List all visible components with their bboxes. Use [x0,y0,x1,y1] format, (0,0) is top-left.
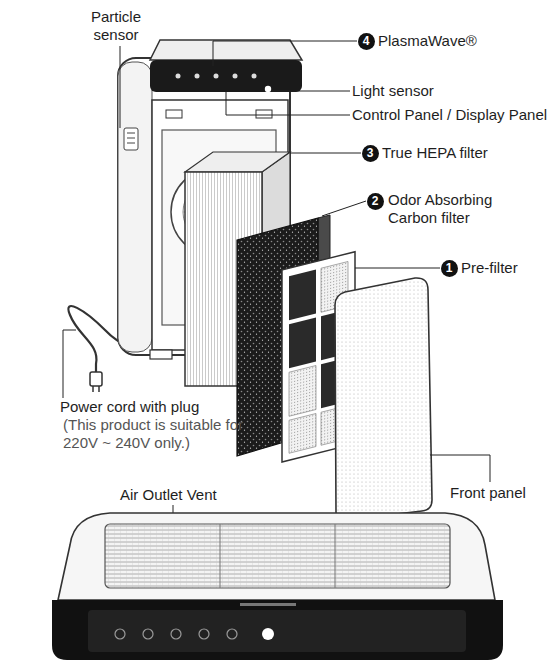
carbon-filter-part [237,218,318,456]
pre-filter-part [289,270,316,321]
top-view-unit-part [240,603,296,606]
top-view-unit-part [58,513,495,600]
purifier-body-part [150,350,172,359]
purifier-body-part [195,74,200,79]
leader-lines-part [272,91,350,92]
top-view-unit-part [220,524,221,588]
power-cord-part [98,386,100,392]
part-label: Air Outlet Vent [120,486,217,504]
purifier-body-part [118,62,152,352]
top-view-unit-part [262,628,274,640]
callout-number: 4 [358,33,375,50]
leader-lines-part [63,330,76,398]
power-cord-part [90,372,102,386]
purifier-body-part [166,110,182,118]
purifier-body-part [176,74,181,79]
part-label: True HEPA filter [382,144,488,162]
purifier-body-part [265,86,271,92]
purifier-body-part [124,128,138,150]
note-text: (This product is suitable for 220V ~ 240… [63,416,251,452]
part-label: PlasmaWave® [378,32,477,50]
part-label: Power cord with plug [60,398,199,416]
top-view-unit-part [115,629,125,639]
top-view-unit-part [52,600,503,660]
purifier-body-part [233,74,238,79]
part-label: Front panel [450,484,526,502]
part-label: Particle sensor [80,8,152,44]
leader-lines-part [226,92,350,115]
part-label: Odor Absorbing Carbon filter [388,191,513,227]
purifier-body-part [214,74,219,79]
top-view-unit-part [227,629,237,639]
part-label: Control Panel / Display Panel [352,106,547,124]
top-view-unit-part [199,629,209,639]
power-cord-part [92,386,94,392]
pre-filter-part [289,318,316,369]
leader-lines-part [430,455,490,482]
callout-number: 1 [441,260,458,277]
callout-number: 2 [367,193,384,210]
leader-lines-part [120,46,121,128]
purifier-body-part [127,143,135,144]
top-view-unit-part [105,524,450,588]
pre-filter-part [289,414,316,454]
purifier-body-part [150,60,302,92]
top-view-unit [52,513,503,660]
pre-filter-part [289,366,316,417]
purifier-body-part [127,138,135,139]
front-panel [335,278,432,520]
purifier-body-part [150,40,302,60]
purifier-body-part [256,110,272,118]
top-view-unit-part [171,629,181,639]
leader-lines-part [322,201,366,216]
purifier-body-part [252,74,257,79]
top-view-unit-part [88,610,466,652]
part-label: Pre-filter [461,259,518,277]
purifier-body-part [127,133,135,134]
leader-lines-part [290,153,361,154]
leader-lines-part [355,268,440,269]
top-view-unit-part [335,524,336,588]
front-panel-part [335,278,432,520]
callout-number: 3 [362,145,379,162]
leader-lines-part [213,41,357,66]
part-label: Light sensor [352,82,434,100]
hepa-filter-part [185,152,290,172]
top-view-unit-part [143,629,153,639]
